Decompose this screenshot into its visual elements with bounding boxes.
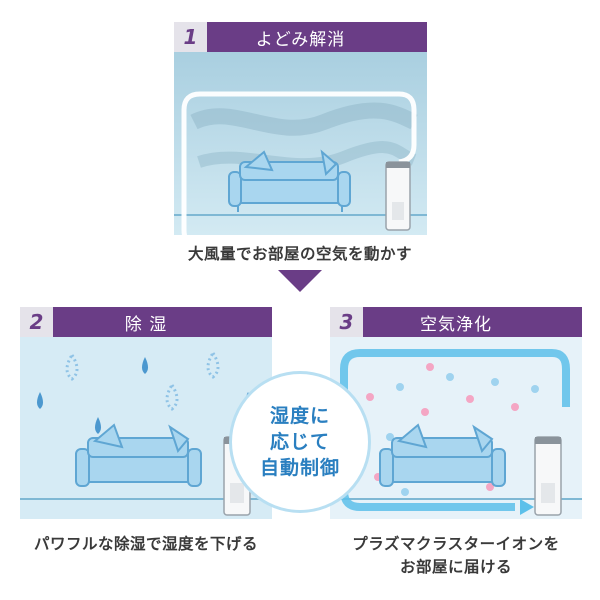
- panel-2-number: 2: [20, 307, 53, 337]
- panel-1-header: 1 よどみ解消: [174, 22, 427, 52]
- panel-1-title: よどみ解消: [255, 29, 346, 50]
- badge-line-1: 湿度に: [269, 405, 330, 427]
- panel-3-number: 3: [330, 307, 363, 337]
- humidity-auto-control-badge: 湿度に 応じて 自動制御: [229, 371, 371, 513]
- panel-1-caption: 大風量でお部屋の空気を動かす: [187, 245, 412, 263]
- panel-2-caption: パワフルな除湿で湿度を下げる: [33, 535, 258, 553]
- panel-3: 3 空気浄化: [330, 307, 582, 519]
- panel-2-header: 2 除 湿: [20, 307, 272, 337]
- panel-3-scene: [330, 337, 582, 519]
- badge-line-3: 自動制御: [259, 457, 340, 479]
- badge-line-2: 応じて: [269, 431, 330, 453]
- panel-2-title: 除 湿: [124, 314, 168, 335]
- panel-3-caption-line2: お部屋に届ける: [399, 558, 512, 576]
- panel-1: 1 よどみ解消: [174, 22, 427, 235]
- panel-3-header: 3 空気浄化: [330, 307, 582, 337]
- panel-1-number: 1: [174, 22, 207, 52]
- panel-3-title: 空気浄化: [420, 314, 492, 335]
- purification-illustration: [330, 337, 582, 519]
- stagnation-illustration: [174, 52, 427, 235]
- panel-3-caption-line1: プラズマクラスターイオンを: [352, 535, 560, 553]
- flow-arrow-down: [278, 270, 322, 292]
- purifier-unit: [385, 161, 411, 231]
- panel-2: 2 除 湿: [20, 307, 272, 519]
- panel-1-scene: [174, 52, 427, 235]
